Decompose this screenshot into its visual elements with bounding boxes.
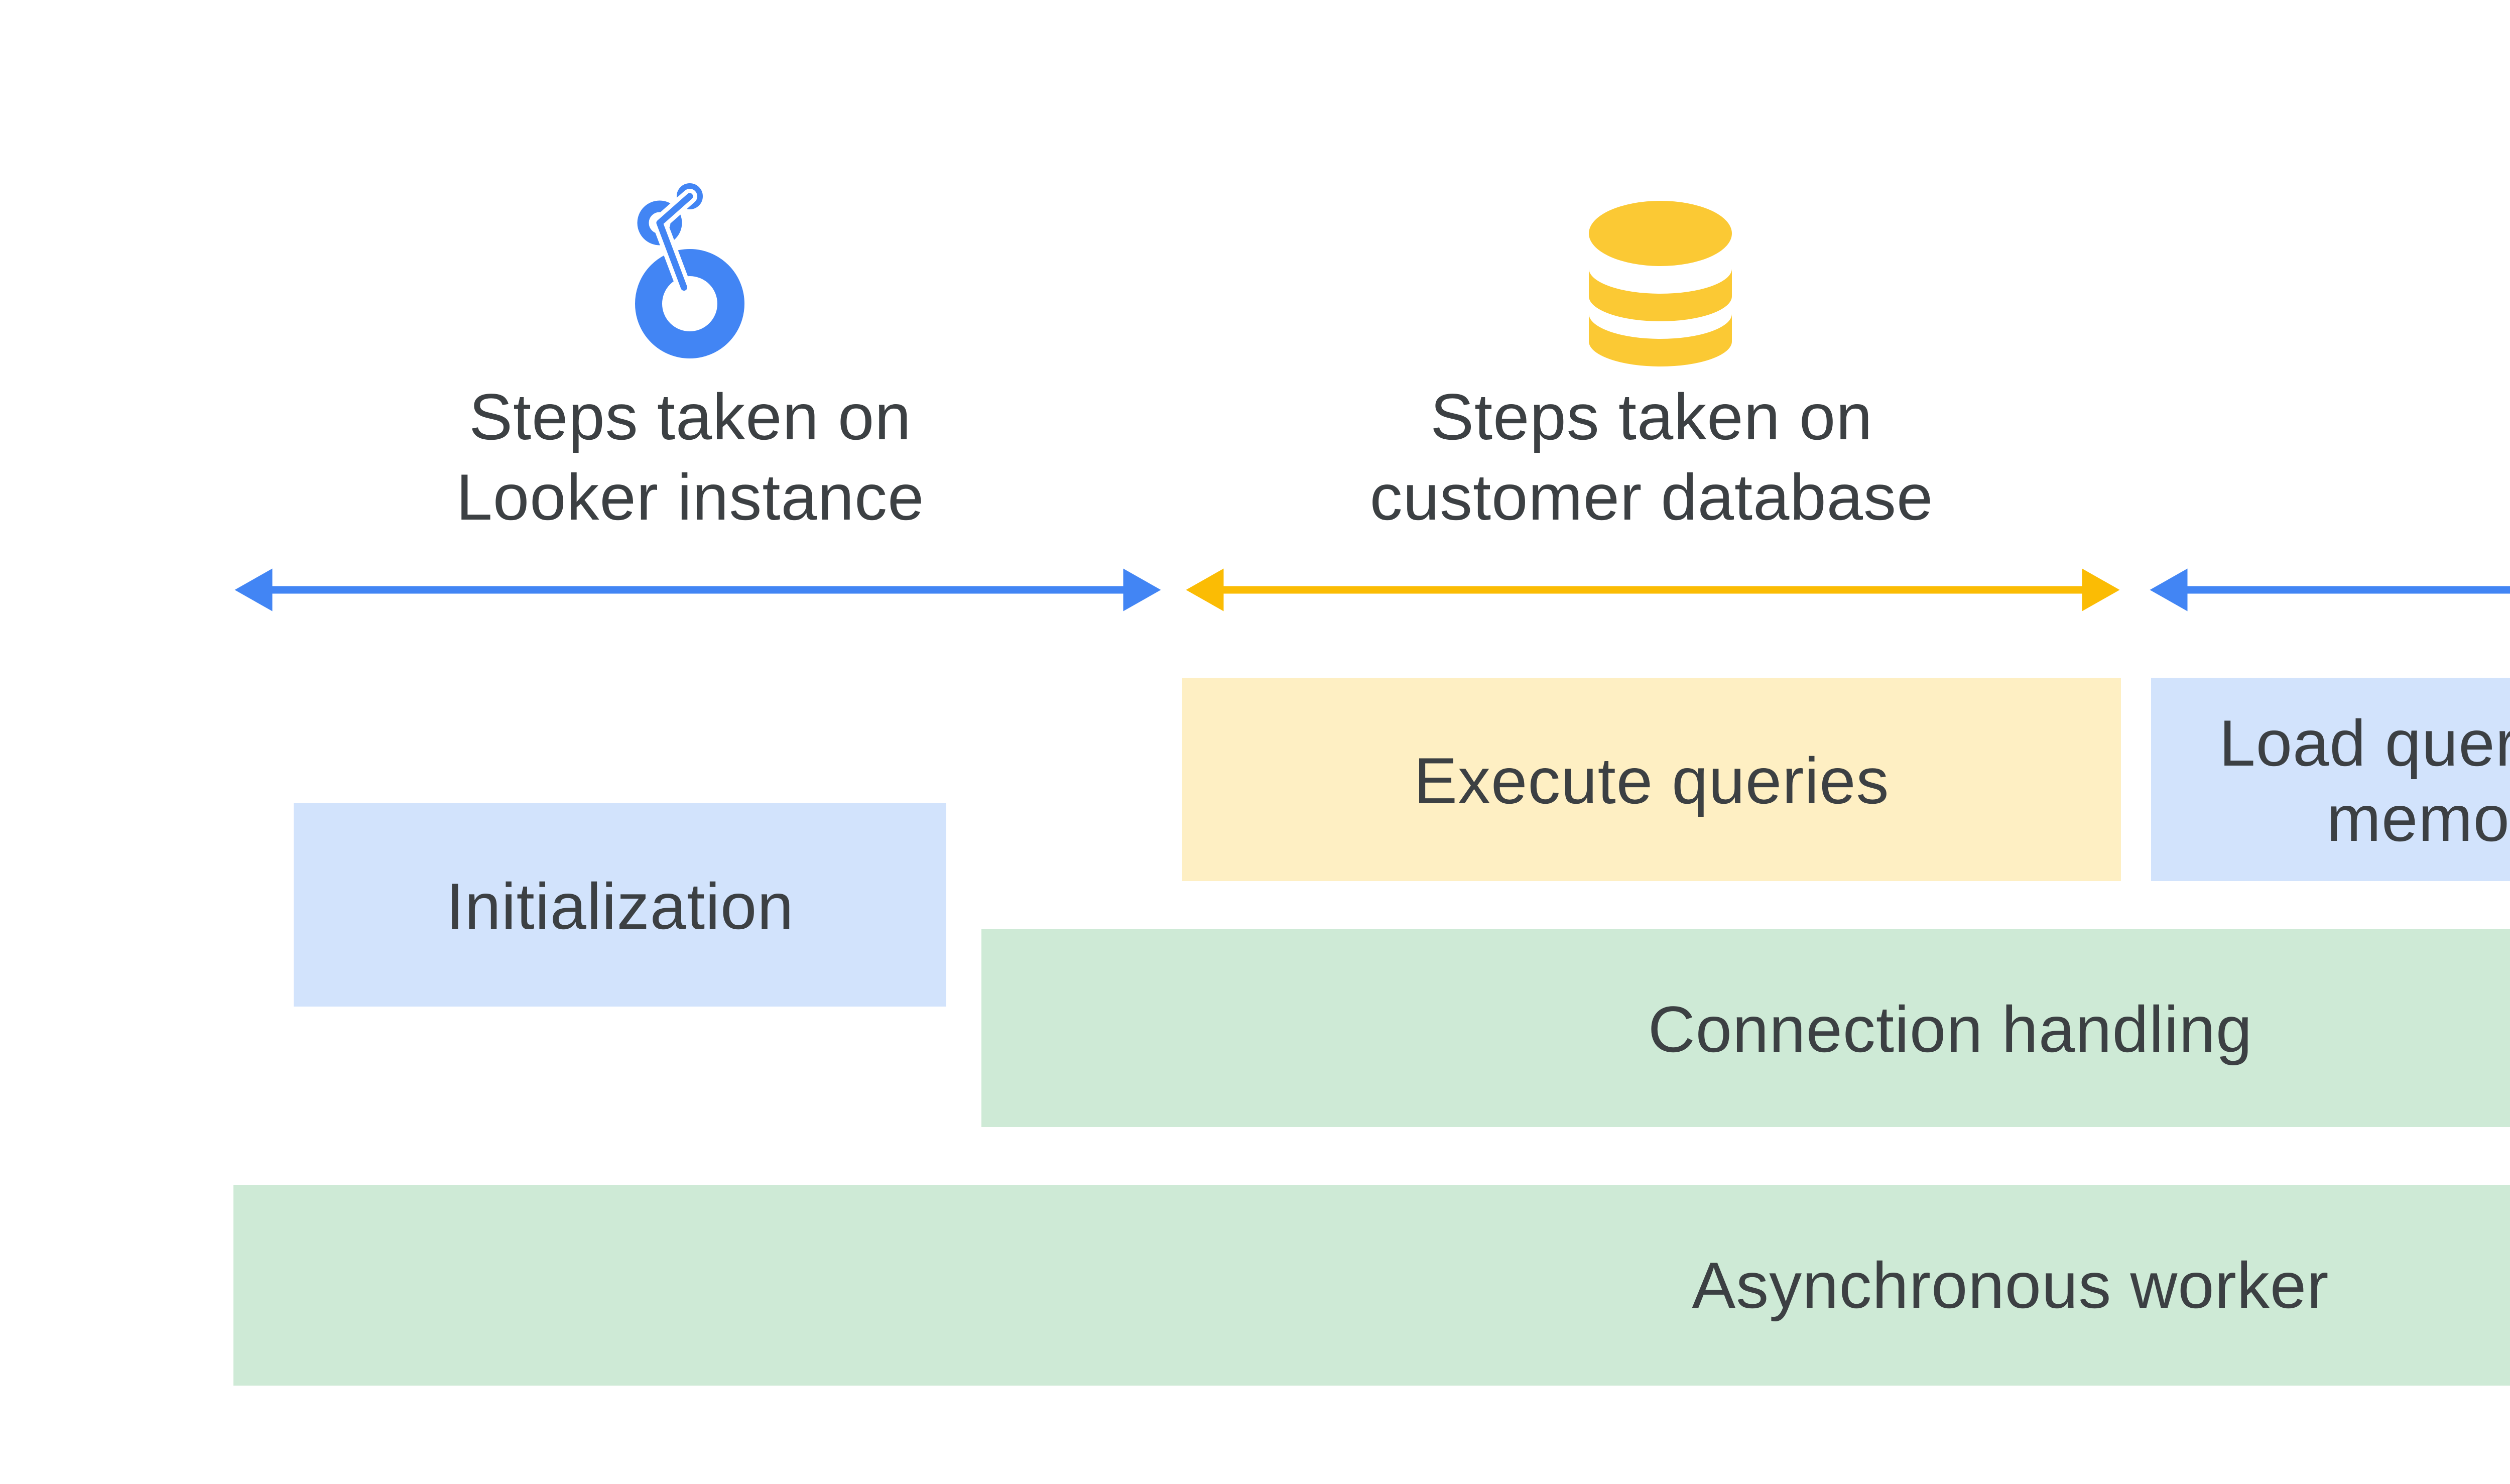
box-label: Asynchronous worker: [1692, 1248, 2329, 1323]
box-label: Execute queries: [1414, 741, 1890, 817]
arrowhead-right-icon: [1123, 568, 1161, 611]
box-execute-queries: Execute queries: [1182, 678, 2121, 881]
database-icon: [1587, 201, 1731, 366]
box-asynchronous-worker: Asynchronous worker: [233, 1185, 2510, 1386]
looker-big-ring: [635, 249, 744, 358]
arrowhead-left-icon: [234, 568, 273, 611]
database-bottom-band: [1587, 314, 1731, 366]
timeline-arrow-looker-left: [234, 568, 1161, 611]
database-middle-band: [1587, 269, 1731, 321]
box-label: Initialization: [446, 867, 794, 943]
box-label: Load queries in memory: [2219, 704, 2510, 855]
timeline-arrow-looker-right: [2150, 568, 2510, 611]
arrowhead-right-icon: [2082, 568, 2120, 611]
looker-link-line: [656, 193, 693, 291]
box-load-queries-in-memory: Load queries in memory: [2151, 678, 2510, 881]
section-header-line: customer database: [1369, 459, 1934, 535]
database-top-disc: [1587, 201, 1731, 266]
box-label: Connection handling: [1648, 990, 2253, 1066]
arrowhead-left-icon: [1186, 568, 1224, 611]
box-connection-handling: Connection handling: [981, 929, 2510, 1127]
section-header-line: Steps taken on: [469, 379, 912, 454]
section-header-customer-database: Steps taken on customer database: [1250, 377, 2053, 537]
section-header-line: Steps taken on: [1430, 379, 1873, 454]
looker-icon: [635, 183, 744, 358]
section-header-looker-left: Steps taken on Looker instance: [289, 377, 1092, 537]
arrowhead-left-icon: [2150, 568, 2188, 611]
timeline-arrow-customer-database: [1186, 568, 2120, 611]
box-initialization: Initialization: [294, 803, 946, 1007]
section-header-line: Looker instance: [456, 459, 925, 535]
